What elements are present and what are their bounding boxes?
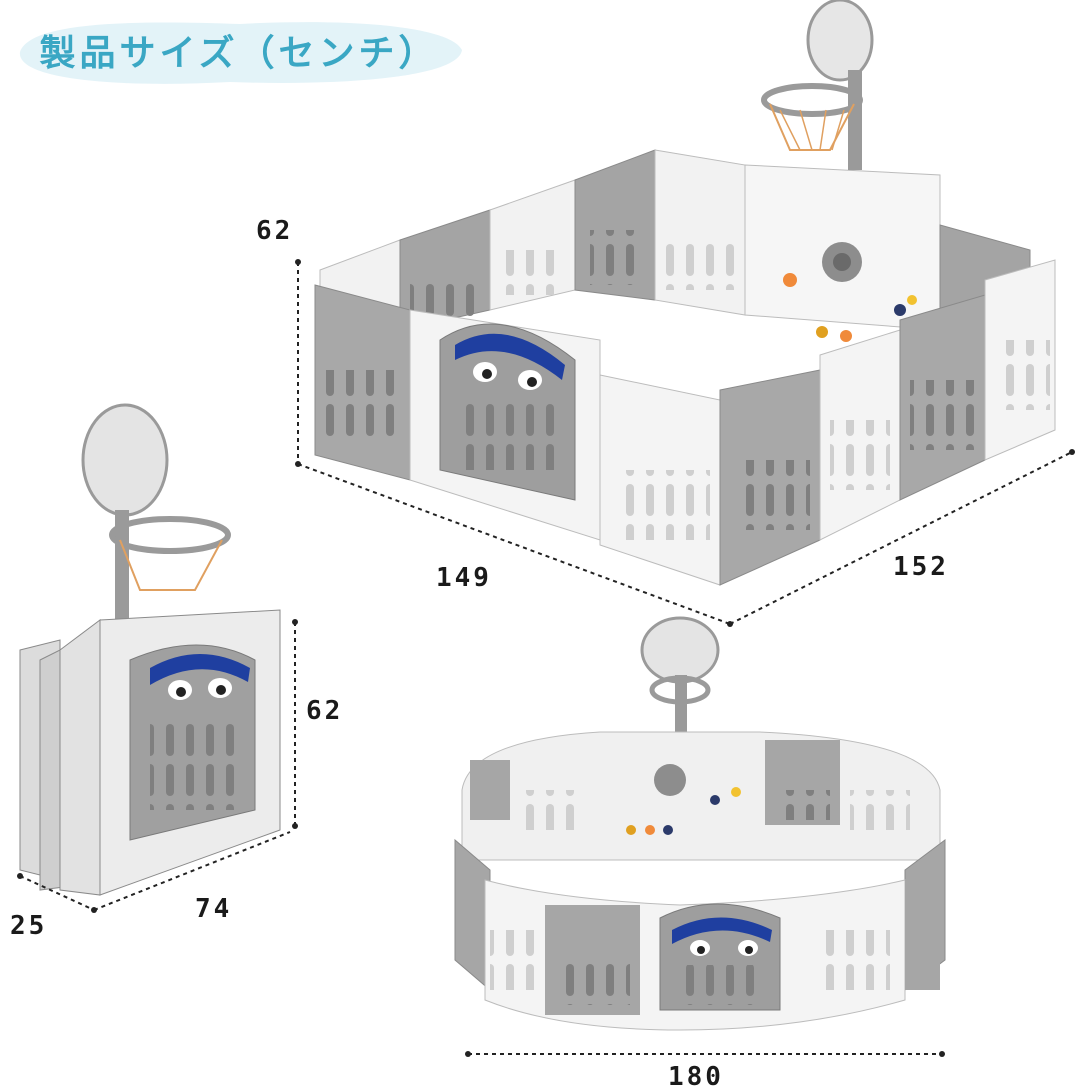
- folded-width-label: 74: [195, 894, 233, 924]
- page-title: 製品サイズ（センチ）: [39, 33, 439, 74]
- basketball-hoop-top: [761, 0, 874, 170]
- title-background: [19, 22, 462, 84]
- round-diameter-label: 180: [668, 1062, 724, 1092]
- dimension-lines-top: [297, 262, 1073, 625]
- top-right-width-label: 152: [893, 552, 949, 582]
- round-playpen: [454, 616, 946, 1057]
- top-left-width-label: 149: [436, 563, 492, 593]
- folded-depth-label: 25: [10, 911, 48, 941]
- folded-playpen: [17, 403, 298, 913]
- activity-panel: [783, 242, 917, 342]
- rectangular-playpen: [295, 0, 1075, 627]
- top-height-label: 62: [256, 216, 294, 246]
- title-banner: 製品サイズ（センチ）: [10, 14, 468, 90]
- front-panels: [314, 259, 1056, 586]
- folded-height-label: 62: [306, 696, 344, 726]
